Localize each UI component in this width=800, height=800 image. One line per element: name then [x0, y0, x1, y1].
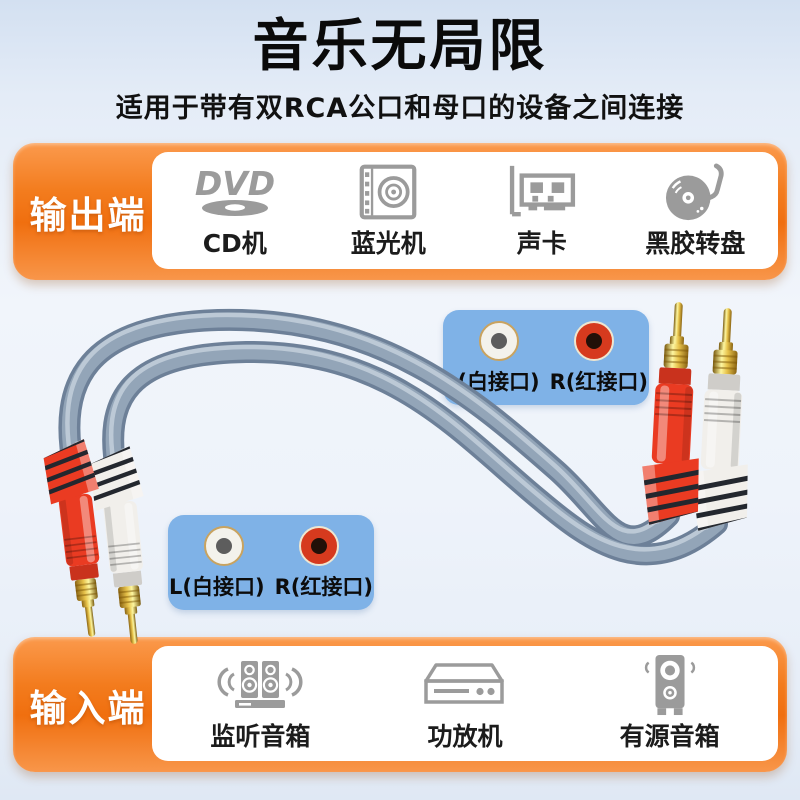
device-label: 功放机 [427, 722, 503, 751]
active-speaker-icon [639, 654, 701, 716]
dvd-logo-icon: DVD [181, 161, 289, 223]
rca-plug-red-left [40, 436, 120, 640]
amplifier-icon [421, 654, 509, 716]
device-label: 蓝光机 [350, 229, 426, 258]
dvd-logo-text: DVD [195, 165, 275, 203]
port-callout-lower: L(白接口) R(红接口) [168, 515, 374, 610]
rca-plug-white-right [684, 306, 760, 535]
device-label: 黑胶转盘 [645, 229, 746, 258]
device-label: 声卡 [516, 229, 567, 258]
device-label: CD机 [202, 229, 267, 258]
rca-port-white-icon [478, 321, 519, 361]
white-port-label: L(白接口) [444, 370, 540, 394]
output-banner-label: 输出端 [29, 193, 147, 237]
output-devices-box: DVD CD机 [152, 152, 778, 269]
device-label: 有源音箱 [619, 722, 720, 751]
rca-port-red-icon [573, 321, 614, 361]
header: 音乐无局限 适用于带有双RCA公口和母口的设备之间连接 [0, 0, 800, 125]
sound-card-icon [505, 161, 579, 223]
device-amplifier: 功放机 [363, 646, 568, 761]
page-subtitle: 适用于带有双RCA公口和母口的设备之间连接 [115, 93, 685, 124]
rca-port-white-icon [203, 526, 244, 566]
device-active-speaker: 有源音箱 [567, 646, 772, 761]
port-callout-upper: L(白接口) R(红接口) [443, 310, 649, 405]
turntable-icon [663, 161, 727, 223]
rca-plug-white-left [86, 443, 163, 647]
device-bluray: 蓝光机 [312, 152, 466, 269]
device-sound-card: 声卡 [465, 152, 619, 269]
page-title: 音乐无局限 [252, 14, 548, 79]
device-turntable: 黑胶转盘 [619, 152, 773, 269]
red-port-label: R(红接口) [274, 575, 373, 599]
input-devices-box: 监听音箱 功放机 [152, 646, 778, 761]
white-port-label: L(白接口) [169, 575, 265, 599]
input-banner-label: 输入端 [29, 686, 147, 730]
rca-port-red-icon [298, 526, 339, 566]
device-label: 监听音箱 [210, 722, 311, 751]
monitor-speakers-icon [210, 654, 310, 716]
device-monitor-speakers: 监听音箱 [158, 646, 363, 761]
red-port-label: R(红接口) [549, 370, 648, 394]
device-cd-player: DVD CD机 [158, 152, 312, 269]
bluray-player-icon [358, 161, 418, 223]
output-banner: 输出端 DVD CD机 [13, 143, 787, 280]
input-banner: 输入端 [13, 637, 787, 772]
